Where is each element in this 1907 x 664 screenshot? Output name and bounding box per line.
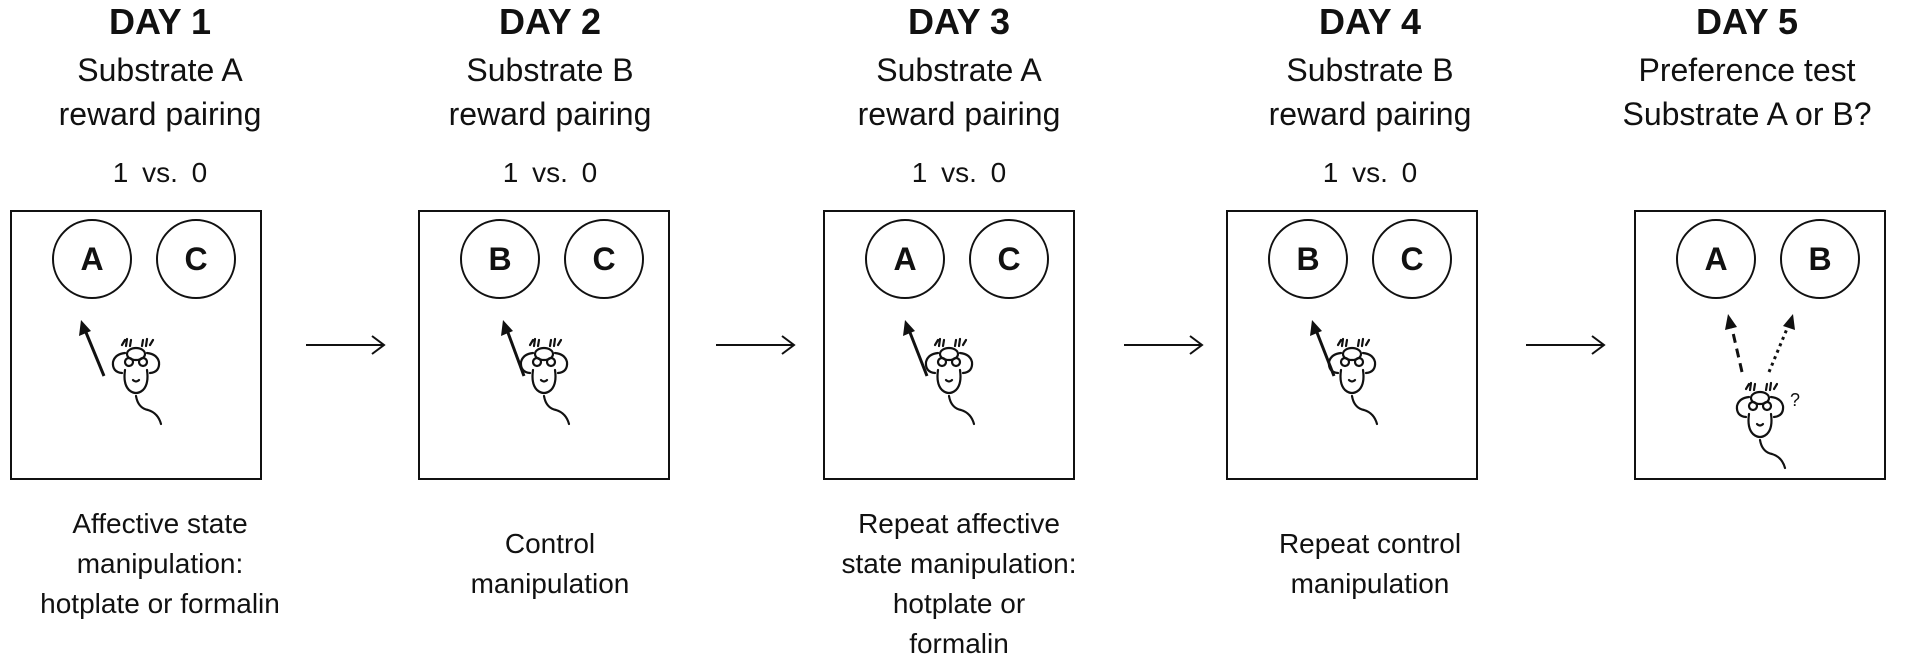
day-subtitle-line1: Preference test — [1638, 52, 1856, 88]
approach-arrow-icon — [903, 320, 929, 377]
day-subtitle-line2: reward pairing — [448, 96, 652, 132]
caption-line: manipulation: — [76, 548, 244, 579]
test-arena: B C — [418, 210, 670, 480]
arena-drawing — [501, 320, 571, 426]
day-title: DAY 5 — [1695, 1, 1799, 42]
arena-drawing — [79, 320, 163, 426]
day-title: DAY 4 — [1318, 1, 1422, 42]
reward-ratio: 1 vs. 0 — [502, 157, 598, 188]
test-arena: B C — [1226, 210, 1478, 480]
day-subtitle-line2: reward pairing — [58, 96, 262, 132]
substrate-right: C — [564, 219, 644, 299]
substrate-left: A — [1676, 219, 1756, 299]
mouse-icon — [111, 337, 163, 426]
approach-arrow-icon — [79, 320, 106, 377]
test-arena: A C — [823, 210, 1075, 480]
day-subtitle-line1: Substrate A — [876, 52, 1042, 88]
substrate-right: B — [1780, 219, 1860, 299]
right-arrow-icon — [306, 335, 386, 355]
reward-ratio: 1 vs. 0 — [112, 157, 208, 188]
substrate-left: B — [1268, 219, 1348, 299]
day-4-panel: DAY 4 Substrate B reward pairing 1 vs. 0… — [1210, 0, 1530, 662]
day-caption: Affective state manipulation: hotplate o… — [0, 504, 320, 624]
reward-ratio: 1 vs. 0 — [911, 157, 1007, 188]
day-1-panel: DAY 1 Substrate A reward pairing 1 vs. 0… — [0, 0, 320, 662]
day-caption: Control manipulation — [390, 524, 710, 604]
day-subtitle-line1: Substrate A — [77, 52, 243, 88]
arena-drawing — [1310, 320, 1379, 426]
arena-drawing — [1725, 314, 1795, 470]
day-title: DAY 1 — [108, 1, 212, 42]
right-arrow-icon — [1124, 335, 1204, 355]
day-subtitle-line1: Substrate B — [1286, 52, 1454, 88]
right-arrow-icon — [1526, 335, 1606, 355]
right-arrow-icon — [716, 335, 796, 355]
caption-line: state manipulation: — [841, 548, 1077, 579]
day-subtitle-line2: Substrate A or B? — [1622, 96, 1872, 132]
caption-line: hotplate or — [892, 588, 1026, 619]
caption-line: Control — [504, 528, 596, 559]
substrate-right: C — [969, 219, 1049, 299]
substrate-left: A — [865, 219, 945, 299]
test-arena: A C — [10, 210, 262, 480]
day-5-panel: DAY 5 Preference test Substrate A or B? … — [1587, 0, 1907, 662]
caption-line: manipulation — [1290, 568, 1450, 599]
substrate-left: B — [460, 219, 540, 299]
substrate-left: A — [52, 219, 132, 299]
day-caption: Repeat affective state manipulation: hot… — [799, 504, 1119, 664]
caption-line: hotplate or formalin — [40, 588, 280, 619]
mouse-icon — [519, 337, 571, 426]
mouse-icon — [1735, 381, 1787, 470]
caption-line: formalin — [909, 628, 1009, 659]
mouse-icon — [1327, 337, 1379, 426]
caption-line: Repeat control — [1278, 528, 1462, 559]
question-mark: ? — [1790, 390, 1801, 410]
day-title: DAY 3 — [907, 1, 1011, 42]
day-title: DAY 2 — [498, 1, 602, 42]
caption-line: Repeat affective — [858, 508, 1060, 539]
caption-line: Affective state — [72, 508, 248, 539]
caption-line: manipulation — [470, 568, 630, 599]
dashed-choice-arrow-icon — [1725, 314, 1744, 373]
day-3-panel: DAY 3 Substrate A reward pairing 1 vs. 0… — [799, 0, 1119, 662]
day-2-panel: DAY 2 Substrate B reward pairing 1 vs. 0… — [390, 0, 710, 662]
dotted-choice-arrow-icon — [1767, 314, 1795, 373]
mouse-icon — [924, 337, 976, 426]
day-subtitle-line2: reward pairing — [857, 96, 1061, 132]
substrate-right: C — [156, 219, 236, 299]
day-subtitle-line1: Substrate B — [466, 52, 634, 88]
day-subtitle-line2: reward pairing — [1268, 96, 1472, 132]
day-caption: Repeat control manipulation — [1210, 524, 1530, 604]
substrate-right: C — [1372, 219, 1452, 299]
test-arena: A B ? — [1634, 210, 1886, 480]
reward-ratio: 1 vs. 0 — [1322, 157, 1418, 188]
arena-drawing — [903, 320, 976, 426]
